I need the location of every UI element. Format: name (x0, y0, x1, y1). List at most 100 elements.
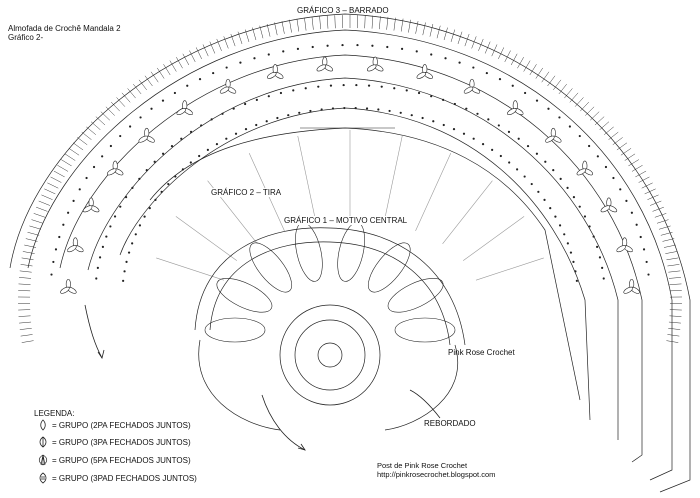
chain-dot (343, 106, 346, 110)
fringe-tick (523, 60, 531, 72)
chain-dot (200, 124, 203, 127)
chain-dot (388, 109, 391, 113)
chain-dot (95, 277, 98, 280)
chain-dot (549, 207, 552, 210)
chain-dot (497, 124, 500, 127)
fringe-tick (553, 79, 562, 91)
fringe-tick (100, 111, 110, 121)
fringe-tick (24, 244, 37, 248)
chain-dot (476, 112, 479, 115)
fringe-tick (38, 200, 51, 206)
fringe-tick (498, 47, 505, 60)
flower-petal (266, 71, 277, 79)
fringe-tick (379, 16, 381, 30)
chain-dot (62, 223, 65, 226)
fringe-tick (57, 165, 69, 172)
fringe-tick (252, 27, 257, 41)
label-grafico2: GRÁFICO 2 – TIRA (211, 188, 282, 197)
chain-dot (189, 161, 192, 164)
chain-dot (244, 102, 247, 106)
fringe-tick (133, 83, 142, 95)
chain-dot (215, 142, 219, 146)
fringe-tick (266, 23, 271, 37)
flower-petal (416, 71, 427, 79)
flower-motif (545, 127, 562, 143)
chain-dot (311, 45, 314, 49)
chain-dot (113, 215, 117, 218)
guide-line (463, 216, 525, 261)
chain-dot (255, 98, 258, 101)
fringe-tick (311, 16, 314, 30)
chain-dot (386, 45, 389, 49)
chain-dot (92, 165, 96, 169)
chain-dot (356, 43, 359, 47)
chain-dot (341, 43, 344, 47)
chain-dot (124, 196, 128, 199)
legend-item: = GRUPO (3PA FECHADOS JUNTOS) (38, 436, 191, 448)
3pad-cluster-icon (39, 472, 47, 484)
fringe-tick (334, 15, 336, 29)
fringe-tick (20, 264, 33, 267)
chain-dot (568, 125, 571, 128)
fringe-tick (150, 71, 159, 83)
flower-petal (600, 205, 611, 213)
fringe-tick (652, 206, 664, 212)
chain-dot (410, 114, 413, 117)
fringe-tick (558, 83, 567, 95)
flower-petal (463, 86, 474, 94)
chain-dot (399, 111, 402, 114)
chain-dot (317, 85, 320, 88)
chain-dot (592, 235, 595, 238)
fringe-tick (60, 159, 72, 167)
fringe-tick (36, 206, 48, 212)
chain-dot (98, 256, 102, 259)
chain-dot (131, 242, 134, 245)
chain-stitch-dots (50, 43, 650, 282)
fringe-tick (436, 25, 441, 39)
chain-dot (198, 78, 202, 81)
flower-motif (616, 237, 633, 253)
fringe-tick (95, 116, 106, 126)
fringe-tick (19, 321, 32, 324)
chain-dot (535, 152, 539, 155)
chain-dot (342, 83, 345, 87)
chain-dot (430, 95, 433, 98)
fringe-tick (660, 232, 673, 236)
fringe-tick (422, 22, 426, 36)
credit-url: http://pinkrosecrochet.blogspot.com (377, 470, 496, 479)
label-pinkrose: Pink Rose Crochet (448, 348, 515, 357)
flower-petal (366, 64, 377, 72)
chain-dot (574, 270, 577, 273)
chain-dot (96, 266, 99, 270)
fringe-tick (274, 22, 278, 36)
fringe-tick (641, 182, 653, 189)
fringe-tick (647, 194, 659, 200)
fringe-tick (31, 219, 44, 224)
fringe-tick (658, 225, 671, 230)
fringe-tick (529, 64, 537, 76)
fringe-tick (668, 328, 681, 330)
fringe-tick (371, 15, 374, 29)
chain-dot (52, 260, 55, 264)
fringe-tick (624, 153, 636, 161)
fringe-tick (628, 159, 640, 167)
fringe-tick (105, 106, 115, 116)
central-petal (204, 317, 266, 343)
fringe-tick (53, 170, 65, 178)
fringe-tick (86, 126, 97, 135)
border-flower-motifs (60, 56, 640, 294)
flower-petal (82, 205, 93, 213)
chain-dot (122, 279, 125, 282)
flower-petal (138, 135, 149, 143)
chain-dot (119, 205, 122, 208)
fringe-tick (429, 23, 434, 37)
fringe-tick (319, 16, 321, 30)
fringe-tick (620, 148, 632, 156)
fringe-tick (510, 53, 518, 66)
chain-dot (552, 169, 555, 172)
chain-dot (101, 155, 104, 158)
outer-fringe-ticks (18, 15, 682, 343)
chain-dot (54, 248, 58, 251)
chain-dot (472, 137, 475, 140)
